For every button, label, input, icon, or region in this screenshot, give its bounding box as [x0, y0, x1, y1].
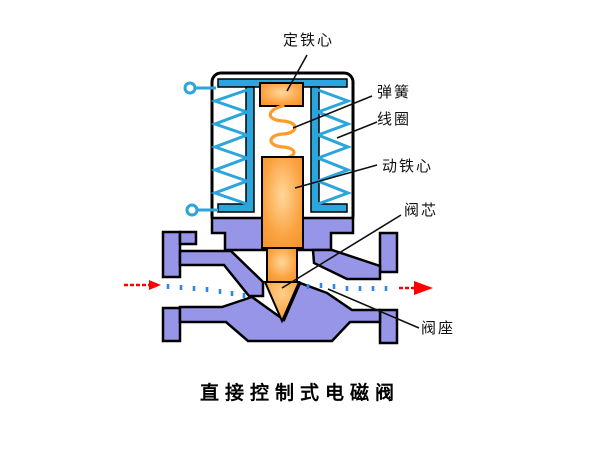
- yoke-right-leg: [310, 86, 348, 213]
- terminal-bottom: [185, 203, 218, 217]
- valve-body: [161, 216, 399, 345]
- leader-valve-seat: [327, 288, 420, 329]
- right-flange-bottom: [378, 308, 399, 345]
- leader-coil: [336, 121, 378, 139]
- left-flange-bottom: [161, 306, 182, 343]
- leader-moving-core: [294, 164, 378, 189]
- flow-dashes: [166, 283, 388, 298]
- fixed-iron-core: [259, 82, 304, 107]
- valve-plug-cone: [263, 281, 301, 324]
- right-flange-top: [378, 231, 399, 274]
- outlet-arrow: [399, 281, 433, 295]
- label-valve-core: 阀芯: [404, 203, 439, 219]
- return-spring: [268, 104, 297, 160]
- upper-right-wall: [311, 248, 382, 281]
- label-moving-core: 动铁心: [382, 159, 434, 175]
- terminal-top: [183, 81, 216, 95]
- leader-spring: [292, 95, 373, 129]
- coil-winding-left: [210, 88, 252, 206]
- left-flange-collar: [178, 230, 198, 246]
- upper-left-wall: [178, 249, 265, 298]
- leader-lines: [281, 54, 420, 329]
- label-coil: 线圈: [377, 112, 412, 128]
- label-valve-seat: 阀座: [421, 321, 456, 337]
- label-spring: 弹簧: [377, 85, 412, 101]
- moving-iron-core: [261, 156, 304, 249]
- label-fixed-core: 定铁心: [283, 33, 335, 49]
- valve-plug-stem: [266, 247, 298, 283]
- leader-valve-core: [281, 214, 402, 289]
- valve-seat-body: [178, 281, 382, 343]
- leader-fixed-core: [286, 54, 308, 92]
- diagram-title: 直接控制式电磁阀: [199, 383, 400, 404]
- coil-winding-right: [313, 88, 353, 206]
- inlet-arrow: [124, 280, 161, 290]
- left-flange-top: [161, 230, 182, 279]
